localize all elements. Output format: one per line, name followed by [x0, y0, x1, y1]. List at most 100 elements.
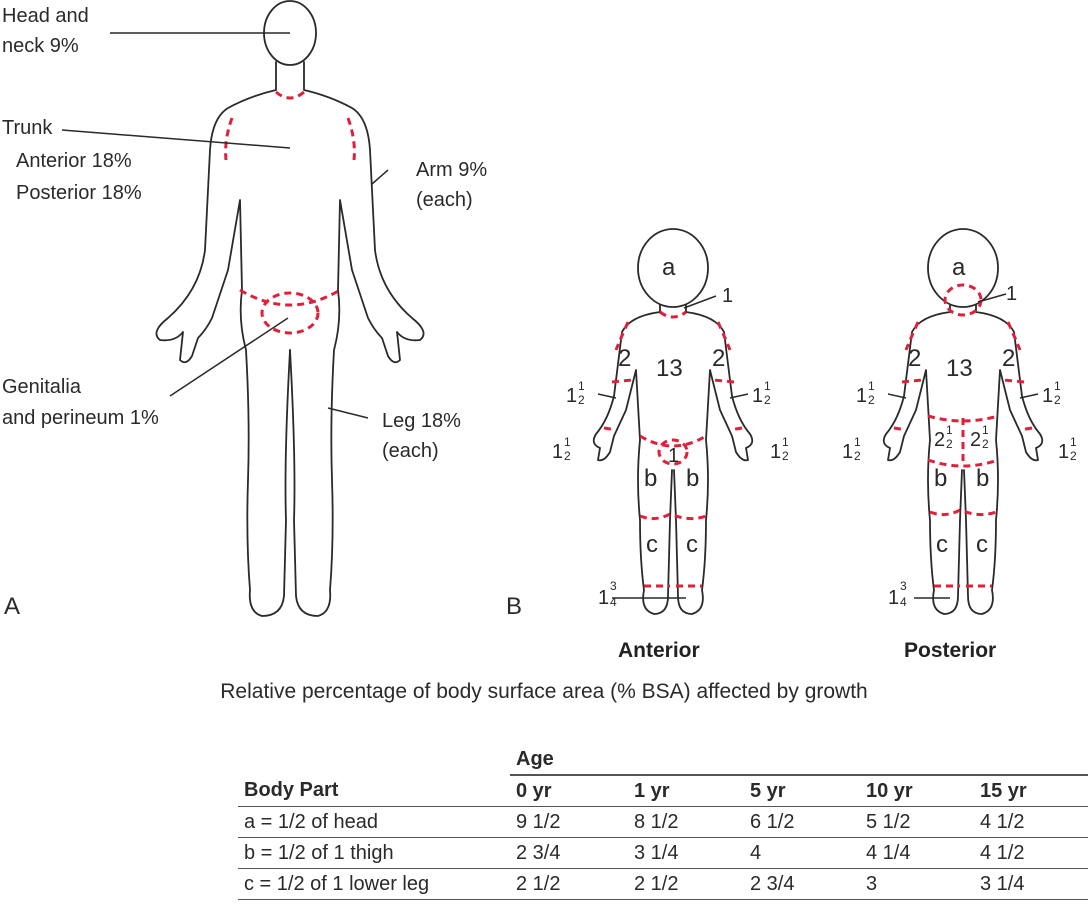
svg-text:1: 1 — [566, 385, 577, 407]
anterior-right-arm-label: 2 — [712, 345, 725, 372]
anterior-fractions: 1 1 2 1 1 2 1 1 2 1 1 2 1 3 4 — [552, 379, 789, 609]
label-arm-1: Arm 9% — [416, 159, 487, 181]
svg-text:2: 2 — [782, 449, 789, 463]
table-cell: 3 — [860, 868, 974, 900]
anterior-left-leg-label: c — [646, 531, 658, 558]
posterior-fractions: 1 1 2 1 1 2 1 1 2 1 1 2 2 1 2 2 1 2 1 3 … — [842, 379, 1077, 609]
table-row: a = 1/2 of head 9 1/2 8 1/2 6 1/2 5 1/2 … — [238, 806, 1088, 838]
label-trunk: Trunk — [2, 117, 53, 139]
svg-text:1: 1 — [982, 423, 989, 437]
anterior-right-leg-label: c — [686, 531, 698, 558]
svg-text:1: 1 — [564, 435, 571, 449]
svg-text:1: 1 — [598, 587, 609, 609]
label-leg-1: Leg 18% — [382, 410, 461, 432]
svg-text:1: 1 — [770, 441, 781, 463]
svg-text:2: 2 — [1054, 393, 1061, 407]
svg-text:4: 4 — [610, 595, 617, 609]
svg-text:1: 1 — [552, 441, 563, 463]
svg-text:2: 2 — [578, 393, 585, 407]
posterior-right-arm-label: 2 — [1002, 345, 1015, 372]
table-header-row: Body Part 0 yr 1 yr 5 yr 10 yr 15 yr — [238, 775, 1088, 807]
table-group-header-row: Age — [238, 744, 1088, 776]
table-cell: 2 1/2 — [628, 868, 744, 900]
anterior-trunk-label: 13 — [656, 355, 683, 382]
age-group-header: Age — [510, 744, 1088, 776]
table-cell: 3 1/4 — [974, 868, 1088, 900]
column-header: 0 yr — [510, 775, 628, 807]
posterior-trunk-label: 13 — [946, 355, 973, 382]
bsa-table: Age Body Part 0 yr 1 yr 5 yr 10 yr 15 yr… — [238, 744, 1088, 900]
svg-text:1: 1 — [842, 441, 853, 463]
svg-text:1: 1 — [752, 385, 763, 407]
child-anterior-figure — [592, 228, 754, 615]
svg-text:1: 1 — [856, 385, 867, 407]
svg-text:3: 3 — [900, 579, 907, 593]
label-trunk-anterior: Anterior 18% — [16, 150, 132, 172]
table-cell: 4 1/4 — [860, 837, 974, 869]
svg-text:1: 1 — [888, 587, 899, 609]
posterior-left-arm-label: 2 — [908, 345, 921, 372]
anterior-title: Anterior — [618, 639, 700, 662]
table-cell: 2 1/2 — [510, 868, 628, 900]
svg-text:1: 1 — [578, 379, 585, 393]
table-cell: 2 3/4 — [510, 837, 628, 869]
label-head-neck-1: Head and — [2, 5, 89, 27]
table-cell: a = 1/2 of head — [238, 806, 510, 838]
posterior-neck-label: 1 — [1006, 283, 1017, 305]
table-cell: 2 3/4 — [744, 868, 860, 900]
adult-figure — [61, 0, 425, 617]
label-trunk-posterior: Posterior 18% — [16, 182, 142, 204]
column-header: 5 yr — [744, 775, 860, 807]
panel-a-letter: A — [4, 593, 20, 620]
column-header: 15 yr — [974, 775, 1088, 807]
table-cell: 5 1/2 — [860, 806, 974, 838]
svg-text:2: 2 — [564, 449, 571, 463]
table-cell: 4 1/2 — [974, 837, 1088, 869]
anterior-right-thigh-label: b — [686, 465, 699, 492]
label-leg-2: (each) — [382, 440, 439, 462]
label-genitalia-2: and perineum 1% — [2, 407, 159, 429]
svg-text:1: 1 — [764, 379, 771, 393]
svg-text:1: 1 — [1070, 435, 1077, 449]
table-cell: 9 1/2 — [510, 806, 628, 838]
table-cell: b = 1/2 of 1 thigh — [238, 837, 510, 869]
svg-text:1: 1 — [946, 423, 953, 437]
svg-text:1: 1 — [1054, 379, 1061, 393]
figure-caption: Relative percentage of body surface area… — [220, 680, 868, 703]
posterior-left-leg-label: c — [936, 531, 948, 558]
label-head-neck-2: neck 9% — [2, 35, 79, 57]
svg-text:1: 1 — [854, 435, 861, 449]
table-row: b = 1/2 of 1 thigh 2 3/4 3 1/4 4 4 1/4 4… — [238, 837, 1088, 869]
svg-text:2: 2 — [868, 393, 875, 407]
body-surface-diagram: Head and neck 9% Trunk Anterior 18% Post… — [2, 0, 1077, 662]
svg-text:2: 2 — [1070, 449, 1077, 463]
svg-text:2: 2 — [982, 437, 989, 451]
posterior-right-thigh-label: b — [976, 465, 989, 492]
label-arm-2: (each) — [416, 189, 473, 211]
child-posterior-figure — [882, 228, 1044, 615]
anterior-left-thigh-label: b — [644, 465, 657, 492]
svg-text:2: 2 — [946, 437, 953, 451]
column-header: 1 yr — [628, 775, 744, 807]
panel-b-letter: B — [506, 593, 522, 620]
svg-text:2: 2 — [854, 449, 861, 463]
posterior-title: Posterior — [904, 639, 996, 662]
posterior-left-thigh-label: b — [934, 465, 947, 492]
svg-text:4: 4 — [900, 595, 907, 609]
svg-text:1: 1 — [868, 379, 875, 393]
table-cell: c = 1/2 of 1 lower leg — [238, 868, 510, 900]
svg-text:1: 1 — [782, 435, 789, 449]
svg-text:2: 2 — [764, 393, 771, 407]
column-header: 10 yr — [860, 775, 974, 807]
table-cell: 6 1/2 — [744, 806, 860, 838]
svg-text:2: 2 — [970, 429, 981, 451]
svg-text:3: 3 — [610, 579, 617, 593]
svg-text:2: 2 — [934, 429, 945, 451]
table-cell: 4 1/2 — [974, 806, 1088, 838]
table-cell: 3 1/4 — [628, 837, 744, 869]
anterior-genital-label: 1 — [668, 445, 679, 467]
svg-text:1: 1 — [1042, 385, 1053, 407]
posterior-right-leg-label: c — [976, 531, 988, 558]
table-cell: 4 — [744, 837, 860, 869]
table-cell: 8 1/2 — [628, 806, 744, 838]
